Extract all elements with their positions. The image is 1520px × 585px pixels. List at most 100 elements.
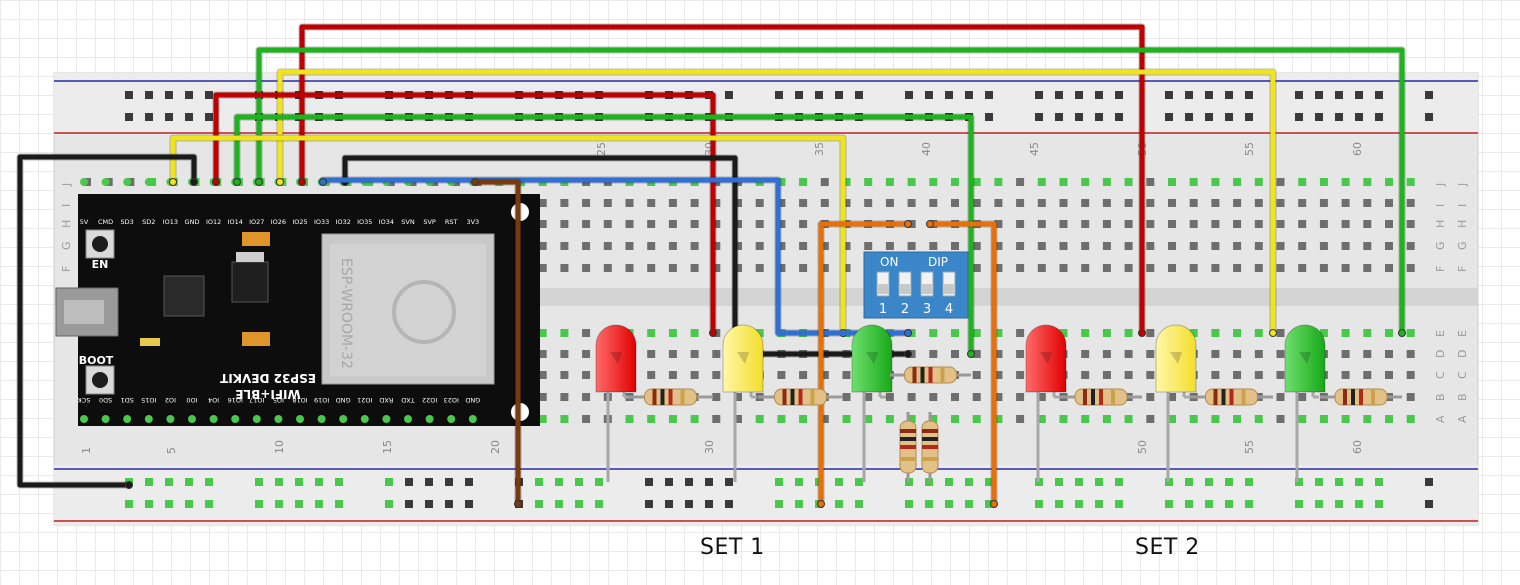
boot-button-cap xyxy=(92,372,108,388)
rail-hole xyxy=(1245,113,1253,121)
hole xyxy=(1341,350,1350,358)
column-number: 1 xyxy=(80,447,93,454)
hole xyxy=(951,393,959,401)
rail-hole xyxy=(1335,91,1343,99)
rail-hole xyxy=(1355,91,1363,99)
wire-black-gnd-rail-end xyxy=(125,481,133,489)
hole xyxy=(1385,264,1393,272)
pin-label: IO25 xyxy=(292,218,307,226)
hole xyxy=(1385,178,1393,186)
hole xyxy=(972,415,981,423)
rail-hole xyxy=(965,478,973,486)
hole xyxy=(1319,415,1328,423)
rail-hole xyxy=(1165,113,1173,121)
pin-label: IO33 xyxy=(314,218,329,226)
led-yellow-set2-die xyxy=(1170,352,1182,364)
rail-hole xyxy=(835,500,843,508)
wire-brown-gnd-end xyxy=(471,178,479,186)
hole xyxy=(1124,242,1133,250)
hole xyxy=(1189,199,1198,207)
hole xyxy=(929,199,938,207)
hole xyxy=(1233,199,1242,207)
hole xyxy=(1081,371,1090,379)
hole xyxy=(1211,350,1220,358)
hole xyxy=(820,178,829,186)
rail-hole xyxy=(1075,113,1083,121)
rail-hole xyxy=(1315,113,1323,121)
rail-hole xyxy=(1295,91,1303,99)
hole xyxy=(734,242,742,250)
rail-hole xyxy=(385,500,393,508)
hole xyxy=(538,199,547,207)
row-letter: C xyxy=(1456,371,1469,379)
hole xyxy=(994,242,1003,250)
pin-label: RXD xyxy=(379,396,393,404)
hole xyxy=(994,415,1003,423)
resistor-dip-band xyxy=(940,367,945,383)
hole xyxy=(755,415,764,423)
pin-label: IO27 xyxy=(249,218,264,226)
wire-black-gnd-rail xyxy=(17,154,197,488)
row-letter: I xyxy=(1456,204,1469,207)
wire-red-io25-set2 xyxy=(299,24,1145,336)
hole xyxy=(972,264,981,272)
pin-label: IO5 xyxy=(273,396,284,404)
pin-label: IO23 xyxy=(444,396,459,404)
hole xyxy=(1254,415,1263,423)
esp-pin xyxy=(317,415,326,423)
hole xyxy=(1276,415,1285,423)
hole xyxy=(1319,264,1328,272)
wroom-label: ESP-WROOM-32 xyxy=(338,258,354,369)
bottom-rail-strip xyxy=(54,465,1478,525)
hole xyxy=(668,199,677,207)
rail-hole xyxy=(985,113,993,121)
led-green-set2 xyxy=(1284,324,1326,393)
hole xyxy=(647,371,656,379)
hole xyxy=(1319,199,1328,207)
hole xyxy=(1081,178,1090,186)
column-number: 60 xyxy=(1351,440,1364,454)
rail-hole xyxy=(1055,500,1063,508)
dip-lever xyxy=(922,284,932,294)
dip-number: 3 xyxy=(923,302,931,317)
hole xyxy=(1016,264,1025,272)
hole xyxy=(560,415,569,423)
esp-pin xyxy=(144,178,153,186)
hole xyxy=(1276,329,1285,337)
esp-pin xyxy=(360,415,369,423)
hole xyxy=(1276,371,1285,379)
hole xyxy=(1124,371,1133,379)
hole xyxy=(1059,264,1068,272)
rail-hole xyxy=(125,91,133,99)
hole xyxy=(1037,242,1046,250)
column-number: 35 xyxy=(813,142,826,156)
rail-hole xyxy=(1375,113,1383,121)
hole xyxy=(1298,415,1307,423)
rail-hole xyxy=(985,500,993,508)
hole xyxy=(864,199,873,207)
rail-hole xyxy=(1185,478,1193,486)
rail-hole xyxy=(705,500,713,508)
hole xyxy=(885,199,894,207)
hole xyxy=(820,371,829,379)
hole xyxy=(1189,415,1198,423)
hole xyxy=(538,393,547,401)
hole xyxy=(1081,415,1090,423)
esp-pin xyxy=(296,415,304,423)
column-number: 10 xyxy=(273,440,286,454)
resistor-dip-band xyxy=(912,367,917,383)
esp-pin xyxy=(188,415,196,423)
jumper-wires xyxy=(16,23,1406,508)
rail-hole xyxy=(1205,91,1213,99)
rail-hole xyxy=(465,478,473,486)
hole xyxy=(1124,199,1133,207)
rail-hole xyxy=(275,500,283,508)
esp-pin xyxy=(123,415,132,423)
rail-hole xyxy=(1425,478,1433,486)
boot-label: BOOT xyxy=(79,354,114,367)
hole xyxy=(603,264,612,272)
hole xyxy=(1102,371,1111,379)
rail-hole xyxy=(1355,113,1363,121)
